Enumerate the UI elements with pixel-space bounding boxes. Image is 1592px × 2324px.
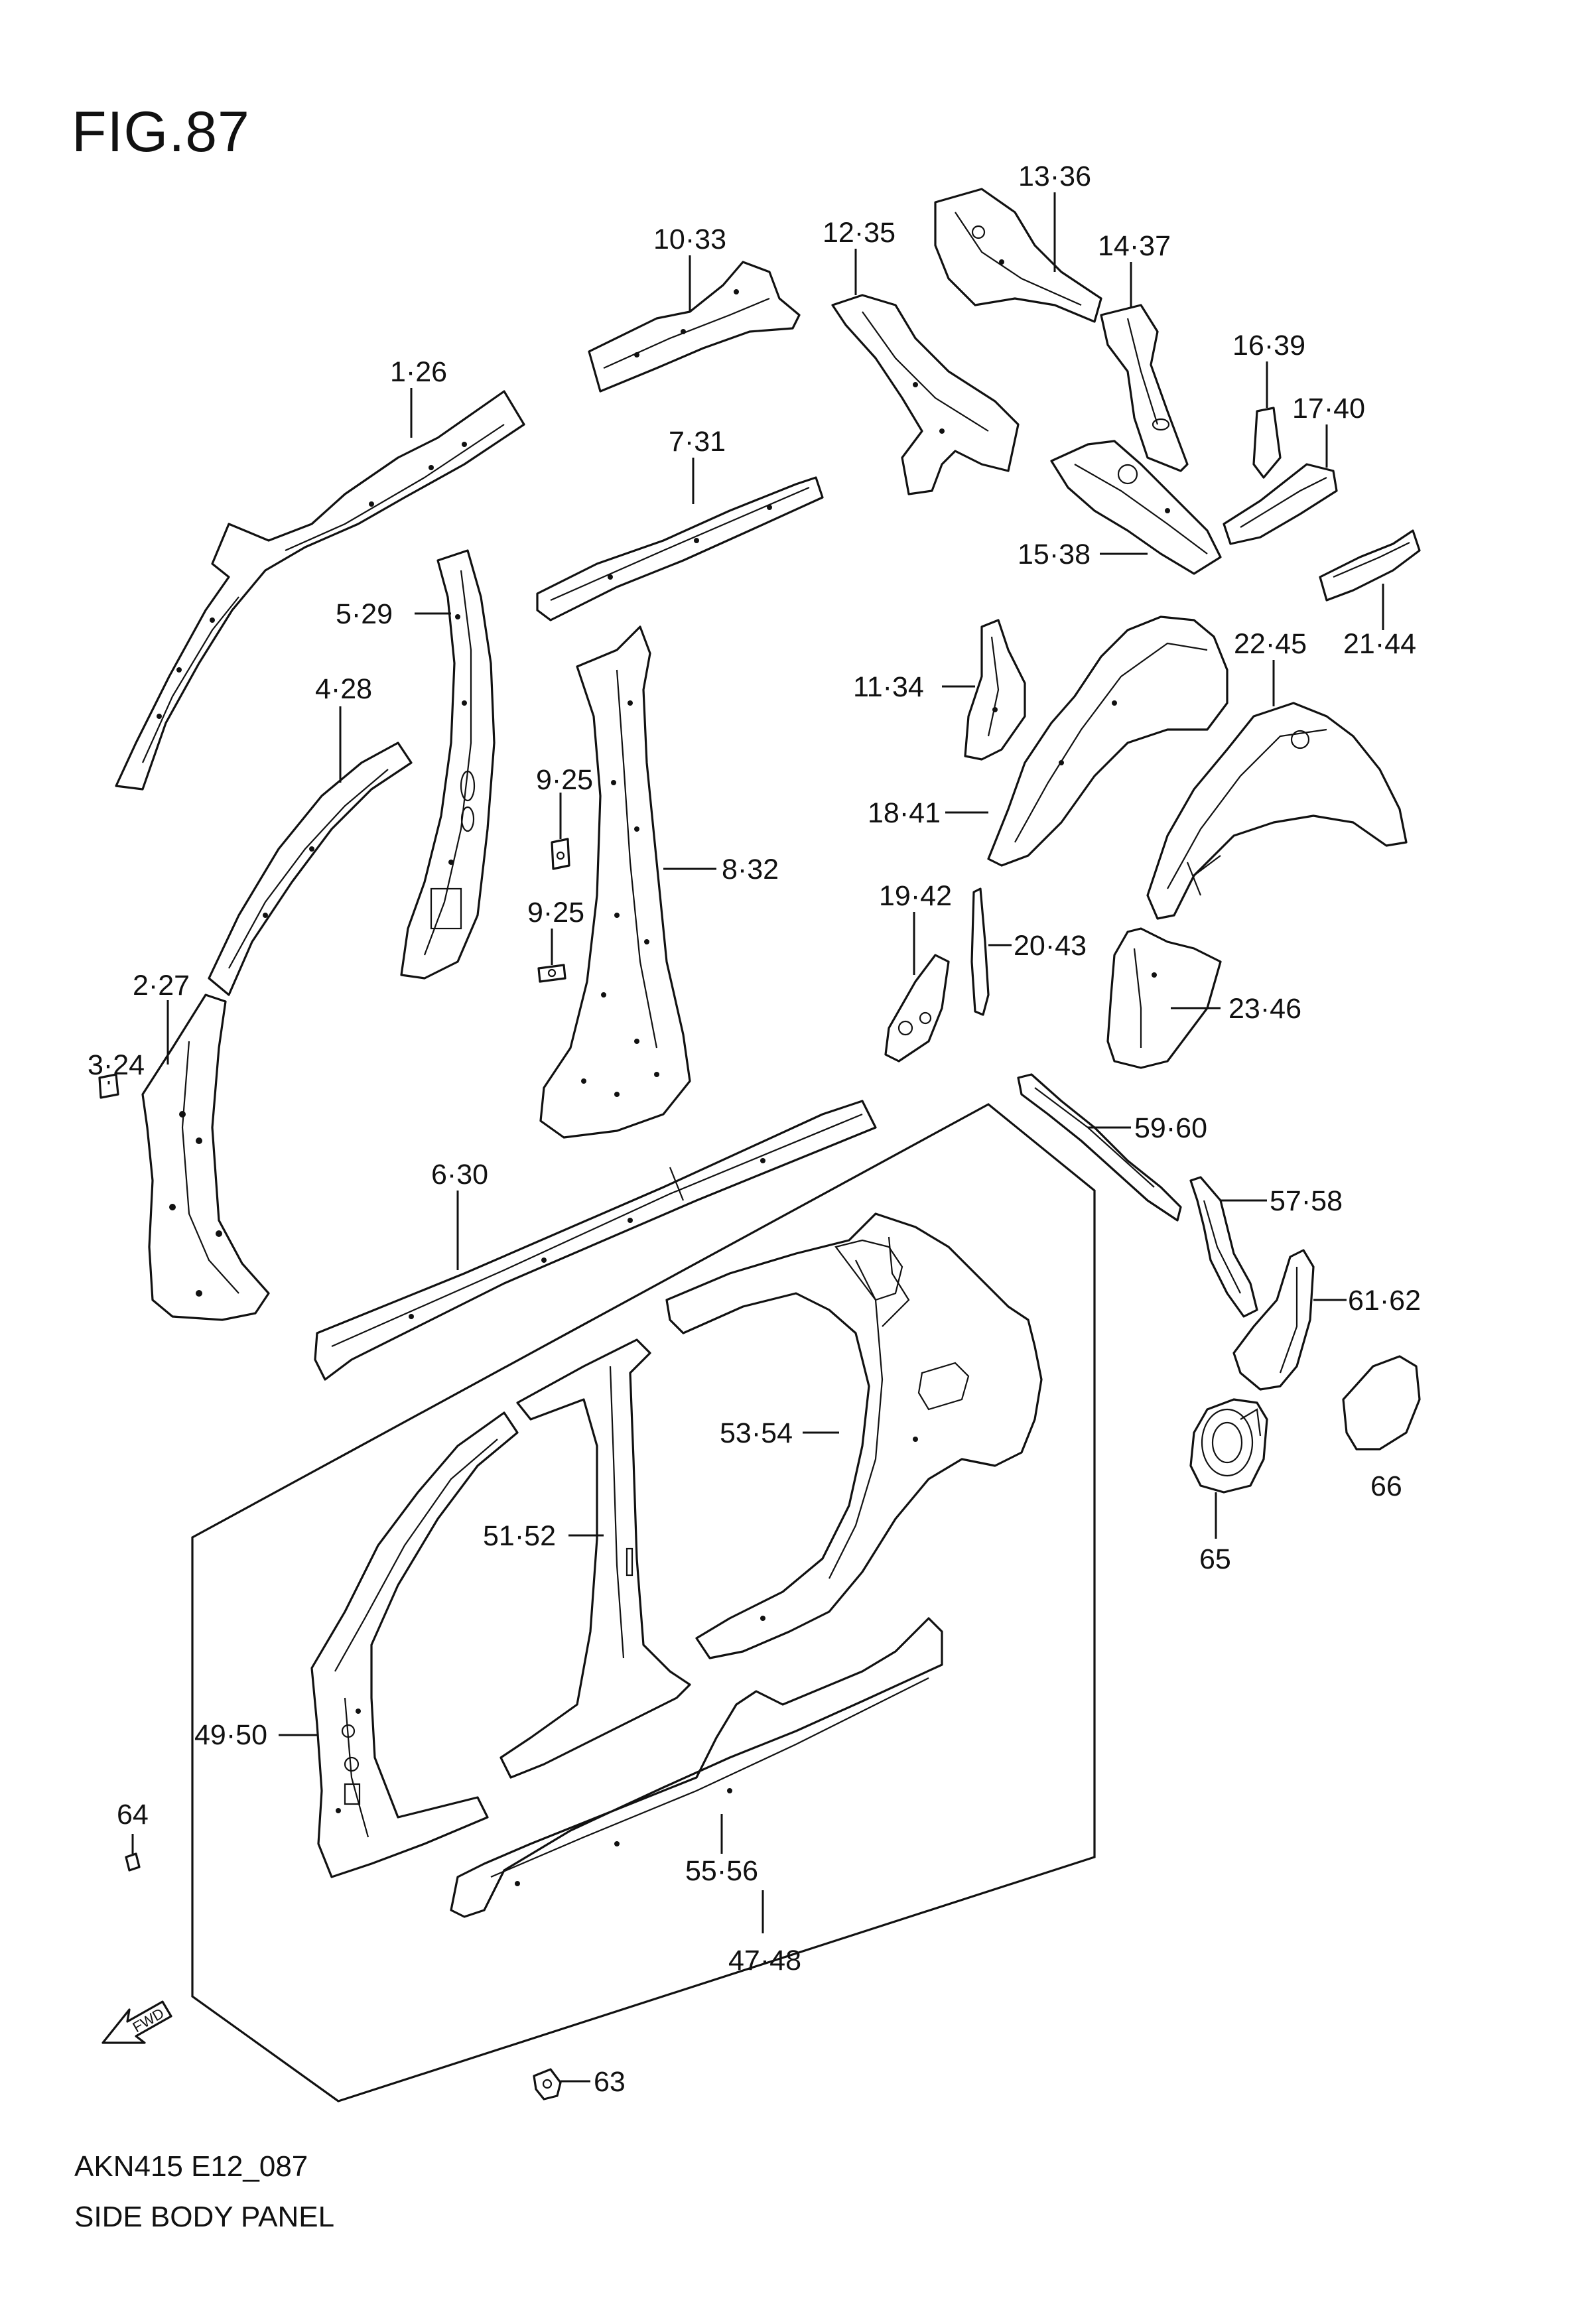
part-21-rear-panel-extension[interactable] xyxy=(1319,529,1421,602)
callout-20-43[interactable]: 20·43 xyxy=(1014,930,1087,962)
part-63-clip-nut[interactable] xyxy=(533,2068,562,2100)
callout-66[interactable]: 66 xyxy=(1370,1470,1402,1502)
part-2-front-pillar-lower[interactable] xyxy=(141,994,270,1321)
diagram-caption: SIDE BODY PANEL xyxy=(74,2201,335,2233)
part-22-rear-wheelhouse-outer[interactable] xyxy=(1146,702,1408,920)
part-5-center-pillar-outer[interactable] xyxy=(400,549,496,980)
callout-7-31[interactable]: 7·31 xyxy=(669,426,726,458)
part-65-fuel-filler-housing[interactable] xyxy=(1189,1398,1268,1494)
part-6-side-sill-inner[interactable] xyxy=(314,1100,877,1381)
callout-49-50[interactable]: 49·50 xyxy=(194,1719,267,1751)
callout-21-44[interactable]: 21·44 xyxy=(1343,628,1416,660)
callout-57-58[interactable]: 57·58 xyxy=(1270,1185,1343,1217)
callout-55-56[interactable]: 55·56 xyxy=(685,1855,758,1887)
callout-14-37[interactable]: 14·37 xyxy=(1098,230,1171,262)
callout-23-46[interactable]: 23·46 xyxy=(1228,993,1301,1025)
part-1-roof-side-rail[interactable] xyxy=(115,390,525,791)
part-64-clip[interactable] xyxy=(125,1852,141,1872)
callout-65[interactable]: 65 xyxy=(1199,1543,1231,1575)
part-3-bracket[interactable] xyxy=(98,1073,119,1099)
figure-title: FIG.87 xyxy=(72,100,250,164)
part-53-quarter-outer-panel[interactable] xyxy=(665,1212,1043,1659)
callout-64[interactable]: 64 xyxy=(117,1799,149,1831)
part-23-quarter-lower[interactable] xyxy=(1106,927,1222,1069)
callout-16-39[interactable]: 16·39 xyxy=(1232,330,1305,361)
part-12-rear-pillar-inner[interactable] xyxy=(831,294,1020,495)
callout-51-52[interactable]: 51·52 xyxy=(483,1520,556,1552)
callout-18-41[interactable]: 18·41 xyxy=(868,797,941,829)
part-51-center-pillar-outer-panel[interactable] xyxy=(499,1338,691,1779)
callout-1-26[interactable]: 1·26 xyxy=(390,356,447,388)
callout-3-24[interactable]: 3·24 xyxy=(88,1049,145,1081)
part-61-fuel-lid-housing-bracket[interactable] xyxy=(1232,1249,1315,1391)
callout-9-25-upper[interactable]: 9·25 xyxy=(536,764,593,796)
part-49-front-pillar-outer-panel[interactable] xyxy=(310,1411,519,1878)
callout-13-36[interactable]: 13·36 xyxy=(1018,161,1091,192)
part-66-fuel-lid[interactable] xyxy=(1342,1355,1421,1451)
part-17-extension[interactable] xyxy=(1223,463,1338,545)
callout-5-29[interactable]: 5·29 xyxy=(336,598,393,630)
part-9-bracket-upper[interactable] xyxy=(551,838,570,870)
part-10-roof-side-inner-rear[interactable] xyxy=(588,261,801,393)
callout-9-25-lower[interactable]: 9·25 xyxy=(527,897,584,929)
part-15-rear-wheelhouse-upper[interactable] xyxy=(1050,440,1222,575)
part-14-quarter-reinforcement[interactable] xyxy=(1100,304,1189,472)
callout-53-54[interactable]: 53·54 xyxy=(720,1417,793,1449)
callout-11-34[interactable]: 11·34 xyxy=(853,671,924,703)
part-18-wheelhouse-inner[interactable] xyxy=(987,615,1228,867)
part-57-gutter-bracket[interactable] xyxy=(1189,1176,1258,1318)
callout-6-30[interactable]: 6·30 xyxy=(431,1159,488,1191)
callout-4-28[interactable]: 4·28 xyxy=(315,673,372,705)
part-13-quarter-inner-upper[interactable] xyxy=(934,188,1102,323)
callout-61-62[interactable]: 61·62 xyxy=(1348,1285,1421,1317)
callout-15-38[interactable]: 15·38 xyxy=(1018,539,1091,570)
callout-47-48[interactable]: 47·48 xyxy=(728,1945,801,1976)
part-19-bracket-plate[interactable] xyxy=(884,954,950,1063)
callout-12-35[interactable]: 12·35 xyxy=(823,217,896,249)
part-4-front-pillar-inner[interactable] xyxy=(208,742,413,996)
part-8-center-pillar-inner[interactable] xyxy=(539,625,691,1139)
callout-63[interactable]: 63 xyxy=(594,2066,626,2098)
callout-8-32[interactable]: 8·32 xyxy=(722,854,779,885)
part-11-quarter-inner-front[interactable] xyxy=(964,619,1026,761)
callout-10-33[interactable]: 10·33 xyxy=(653,224,726,255)
callout-17-40[interactable]: 17·40 xyxy=(1292,393,1365,424)
fwd-arrow-icon: FWD xyxy=(101,2000,172,2044)
side-body-assembly-frame xyxy=(191,1103,1096,2102)
diagram-code: AKN415 E12_087 xyxy=(74,2150,308,2183)
callout-59-60[interactable]: 59·60 xyxy=(1134,1112,1207,1144)
part-9-bracket-lower[interactable] xyxy=(537,964,566,983)
callout-19-42[interactable]: 19·42 xyxy=(879,880,952,912)
part-20-gusset[interactable] xyxy=(970,887,990,1016)
part-16-bracket[interactable] xyxy=(1252,407,1282,479)
part-7-roof-rail-reinforcement[interactable] xyxy=(536,476,824,621)
part-55-side-sill-outer[interactable] xyxy=(450,1617,943,1918)
callout-22-45[interactable]: 22·45 xyxy=(1234,628,1307,660)
callout-2-27[interactable]: 2·27 xyxy=(133,970,190,1001)
